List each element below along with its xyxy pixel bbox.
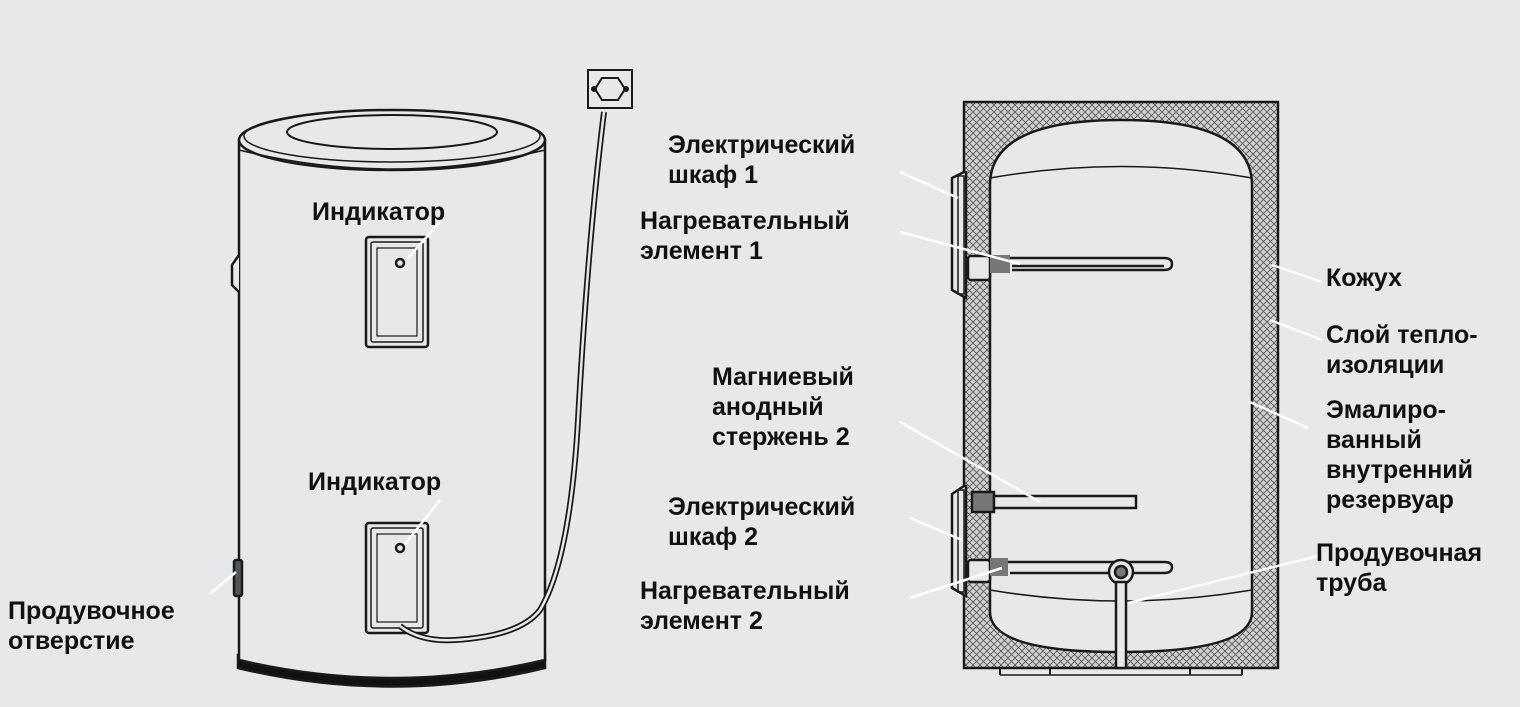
label-enamel-tank-line: Эмалиро- <box>1326 396 1446 424</box>
label-heating-element-2: Нагревательный элемент 2 <box>640 576 850 636</box>
enamel-tank <box>988 118 1254 654</box>
electric-box-1 <box>950 170 968 301</box>
heater-section <box>950 100 1280 676</box>
label-heating-element-1: Нагревательный элемент 1 <box>640 206 850 266</box>
label-indicator-bottom: Индикатор <box>308 468 442 496</box>
label-insulation: Слой тепло- изоляции <box>1326 320 1478 380</box>
leader-lines <box>209 170 1323 605</box>
label-electric-box-2: Электрический шкаф 2 <box>668 492 855 552</box>
magnesium-anode <box>970 490 1138 514</box>
label-electric-box-2-line: Электрический <box>668 493 856 521</box>
power-cord <box>398 111 607 644</box>
label-indicator-top: Индикатор <box>312 198 446 226</box>
label-drain-opening-line: отверстие <box>8 627 135 655</box>
label-magnesium-anode-line: стержень 2 <box>712 423 850 451</box>
label-casing: Кожух <box>1326 264 1403 292</box>
drain-opening <box>232 558 244 598</box>
label-drain-pipe: Продувочная труба <box>1316 538 1482 598</box>
heater-exterior <box>230 108 547 688</box>
label-electric-box-1: Электрический шкаф 1 <box>668 130 855 190</box>
top-lid <box>237 108 547 172</box>
label-electric-box-1-line: шкаф 1 <box>668 161 758 189</box>
label-drain-pipe-line: Продувочная <box>1316 539 1483 567</box>
side-bracket <box>230 254 241 293</box>
label-heating-element-1-line: Нагревательный <box>640 207 850 235</box>
label-electric-box-2-line: шкаф 2 <box>668 523 758 551</box>
label-heating-element-2-line: Нагревательный <box>640 577 850 605</box>
drain-pipe <box>1107 558 1135 670</box>
label-enamel-tank-line: внутренний <box>1326 456 1474 484</box>
indicator-window-top <box>364 235 430 349</box>
label-heating-element-1-line: элемент 1 <box>640 237 763 265</box>
label-magnesium-anode-line: анодный <box>712 393 824 421</box>
indicator-window-bottom <box>364 521 430 635</box>
label-electric-box-1-line: Электрический <box>668 131 856 159</box>
label-heating-element-2-line: элемент 2 <box>640 607 763 635</box>
electric-box-2 <box>950 484 968 599</box>
label-drain-opening-line: Продувочное <box>8 597 175 625</box>
power-socket <box>587 69 633 109</box>
label-enamel-tank-line: ванный <box>1326 426 1422 454</box>
label-insulation-line: Слой тепло- <box>1326 321 1478 349</box>
label-drain-opening: Продувочное отверстие <box>8 596 175 656</box>
label-insulation-line: изоляции <box>1326 351 1445 379</box>
label-magnesium-anode-line: Магниевый <box>712 363 854 391</box>
label-drain-pipe-line: труба <box>1316 569 1387 597</box>
heater-body <box>237 138 547 680</box>
label-enamel-tank-line: резервуар <box>1326 486 1454 514</box>
label-enamel-tank: Эмалиро- ванный внутренний резервуар <box>1326 395 1473 515</box>
label-magnesium-anode: Магниевый анодный стержень 2 <box>712 362 854 452</box>
